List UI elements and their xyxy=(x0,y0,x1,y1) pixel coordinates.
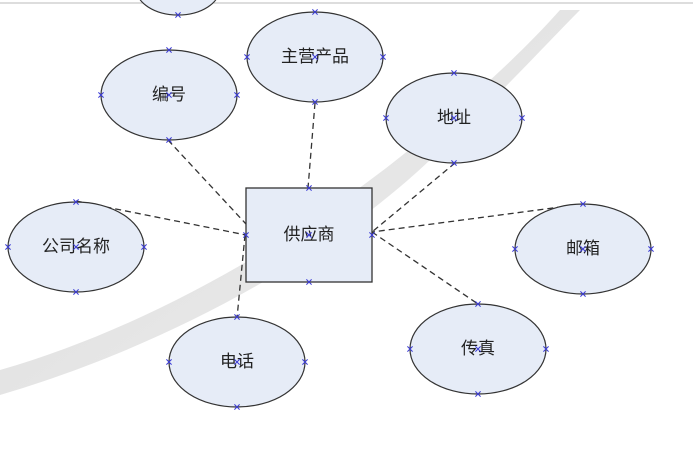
connector-number xyxy=(167,139,247,225)
connection-point-icon xyxy=(407,346,413,352)
connection-point-icon xyxy=(580,246,586,252)
connection-point-icon xyxy=(380,54,386,60)
connection-point-icon xyxy=(243,232,249,238)
attribute-top-partial xyxy=(139,0,217,16)
connector-phone xyxy=(236,234,246,319)
connection-point-icon xyxy=(234,314,240,320)
connection-point-icon xyxy=(98,92,104,98)
background-swoosh xyxy=(0,10,580,395)
connection-point-icon xyxy=(166,359,172,365)
connection-point-icon xyxy=(234,359,240,365)
connection-point-icon xyxy=(383,115,389,121)
connection-point-icon xyxy=(166,92,172,98)
connection-point-icon xyxy=(475,346,481,352)
connection-point-icon xyxy=(451,115,457,121)
connection-point-icon xyxy=(5,244,11,250)
connection-point-icon xyxy=(73,289,79,295)
connection-point-icon xyxy=(312,99,318,105)
connection-point-icon xyxy=(580,291,586,297)
connector-email xyxy=(371,203,584,233)
connection-point-icon xyxy=(475,301,481,307)
connection-point-icon xyxy=(234,404,240,410)
connection-point-icon xyxy=(512,246,518,252)
connection-point-icon xyxy=(369,232,375,238)
connector-address xyxy=(371,162,456,233)
connection-point-icon xyxy=(175,12,181,18)
connection-point-icon xyxy=(580,201,586,207)
connection-point-icon xyxy=(451,160,457,166)
connection-point-icon xyxy=(451,70,457,76)
connector-company-name xyxy=(75,200,247,236)
connection-point-icon xyxy=(543,346,549,352)
connection-point-icon xyxy=(166,137,172,143)
connection-point-icon xyxy=(312,9,318,15)
connection-point-icon xyxy=(141,244,147,250)
connection-point-icon xyxy=(475,391,481,397)
connection-point-icon xyxy=(244,54,250,60)
connector-fax xyxy=(371,231,479,305)
connection-markers xyxy=(5,9,654,410)
connection-point-icon xyxy=(73,244,79,250)
connection-point-icon xyxy=(166,47,172,53)
connection-point-icon xyxy=(234,92,240,98)
connection-point-icon xyxy=(73,199,79,205)
connection-point-icon xyxy=(648,246,654,252)
connection-point-icon xyxy=(302,359,308,365)
connection-point-icon xyxy=(306,185,312,191)
connection-point-icon xyxy=(519,115,525,121)
connector-main-product xyxy=(307,102,316,189)
connection-point-icon xyxy=(306,279,312,285)
connection-point-icon xyxy=(306,232,312,238)
connection-point-icon xyxy=(312,54,318,60)
